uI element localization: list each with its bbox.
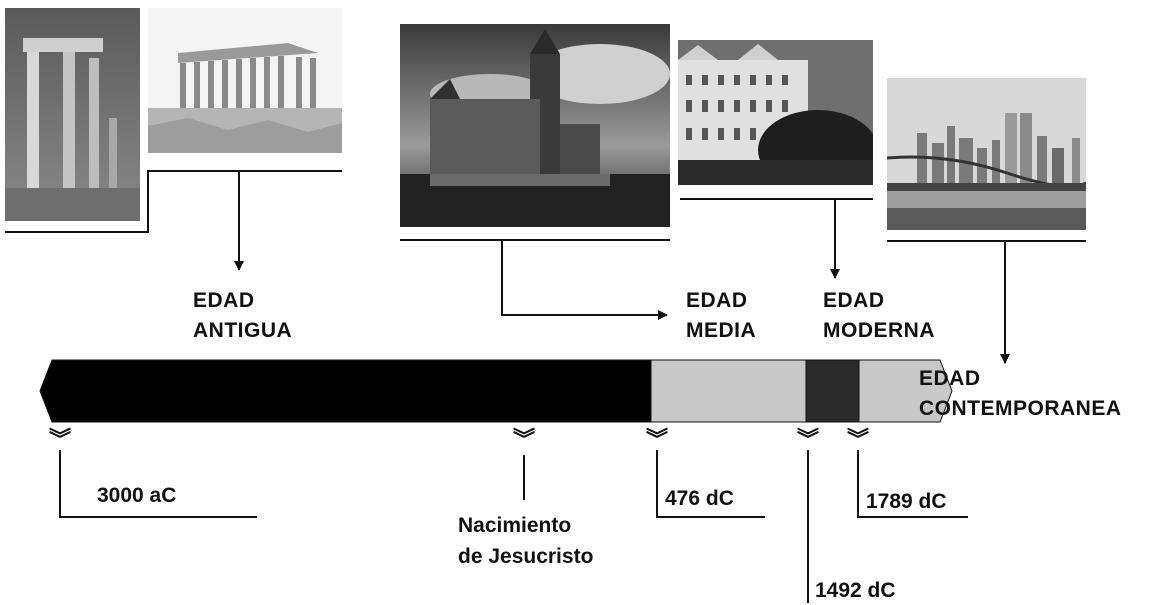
date-leader-1789dc — [857, 450, 968, 518]
era-label-contemporanea-line2: CONTEMPORANEA — [919, 397, 1122, 420]
era-bar-moderna — [805, 359, 860, 423]
tick-marker-nacimiento: ︾ — [513, 427, 535, 453]
era-label-moderna: EDAD MODERNA — [823, 286, 935, 346]
antigua-connector — [5, 170, 342, 233]
tick-marker-1492dc: ︾ — [797, 427, 819, 453]
media-arrow — [501, 240, 668, 320]
era-bar-antigua — [39, 359, 652, 423]
era-label-antigua: EDAD ANTIGUA — [193, 286, 292, 346]
ornate-palace-photo — [678, 40, 873, 185]
era-label-contemporanea: EDAD CONTEMPORANEA — [919, 364, 1122, 424]
tick-marker-3000ac: ︾ — [49, 427, 71, 453]
medieval-castle-photo — [400, 24, 670, 227]
era-label-media-line1: EDAD — [686, 289, 748, 312]
parthenon-photo-icon — [148, 8, 342, 153]
medieval-castle-photo-icon — [400, 24, 670, 227]
era-label-moderna-line2: MODERNA — [823, 319, 935, 342]
era-label-moderna-line1: EDAD — [823, 289, 885, 312]
date-label-3000ac: 3000 aC — [97, 484, 177, 507]
tick-marker-476dc: ︾ — [646, 427, 668, 453]
date-leader-3000ac — [59, 450, 257, 518]
era-label-contemporanea-line1: EDAD — [919, 367, 981, 390]
city-skyline-photo — [887, 78, 1086, 230]
date-label-1492dc: 1492 dC — [815, 579, 896, 602]
date-label-nacimiento: Nacimiento de Jesucristo — [458, 510, 593, 572]
era-label-media: EDAD MEDIA — [686, 286, 756, 346]
era-label-media-line2: MEDIA — [686, 319, 757, 342]
ornate-palace-photo-icon — [678, 40, 873, 185]
era-bar-media — [650, 359, 807, 423]
era-label-antigua-line2: ANTIGUA — [193, 319, 293, 342]
date-label-nacimiento-line2: de Jesucristo — [458, 545, 594, 568]
date-label-1789dc: 1789 dC — [866, 490, 947, 513]
era-bar-contemporanea — [858, 359, 953, 423]
date-label-nacimiento-line1: Nacimiento — [458, 514, 572, 537]
tick-marker-1789dc: ︾ — [847, 427, 869, 453]
greek-columns-photo — [5, 8, 140, 221]
city-skyline-bridge-photo-icon — [887, 78, 1086, 230]
date-leader-476dc — [656, 450, 765, 518]
greek-columns-photo-icon — [5, 8, 140, 221]
date-label-476dc: 476 dC — [665, 487, 734, 510]
parthenon-photo — [148, 8, 342, 153]
era-label-antigua-line1: EDAD — [193, 289, 255, 312]
